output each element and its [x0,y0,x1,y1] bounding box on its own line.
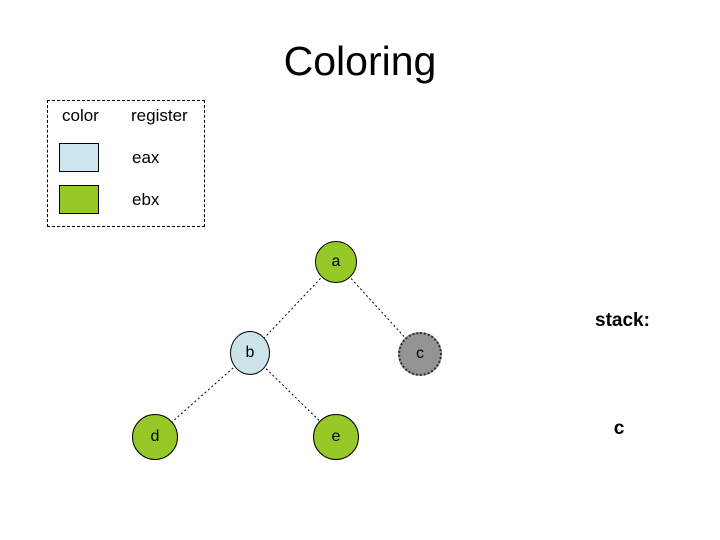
register-label-eax: eax [132,147,160,167]
graph-node-a: a [315,241,357,283]
graph-node-b: b [230,331,270,375]
stack-label: stack: [595,310,650,331]
legend-box: color register eax ebx [47,100,205,227]
slide-title: Coloring [283,38,437,84]
graph-node-d: d [132,414,178,460]
graph-node-e: e [313,414,359,460]
color-swatch-ebx [59,185,99,214]
legend-header-register: register [131,106,188,125]
legend-row-eax: eax [59,143,159,172]
color-swatch-eax [59,143,99,172]
legend-header-color: color [62,106,99,125]
stack-item-c: c [613,418,625,439]
legend-row-ebx: ebx [59,185,159,214]
edge-b-d [154,352,251,438]
register-label-ebx: ebx [132,189,160,209]
graph-node-c: c [398,332,442,376]
